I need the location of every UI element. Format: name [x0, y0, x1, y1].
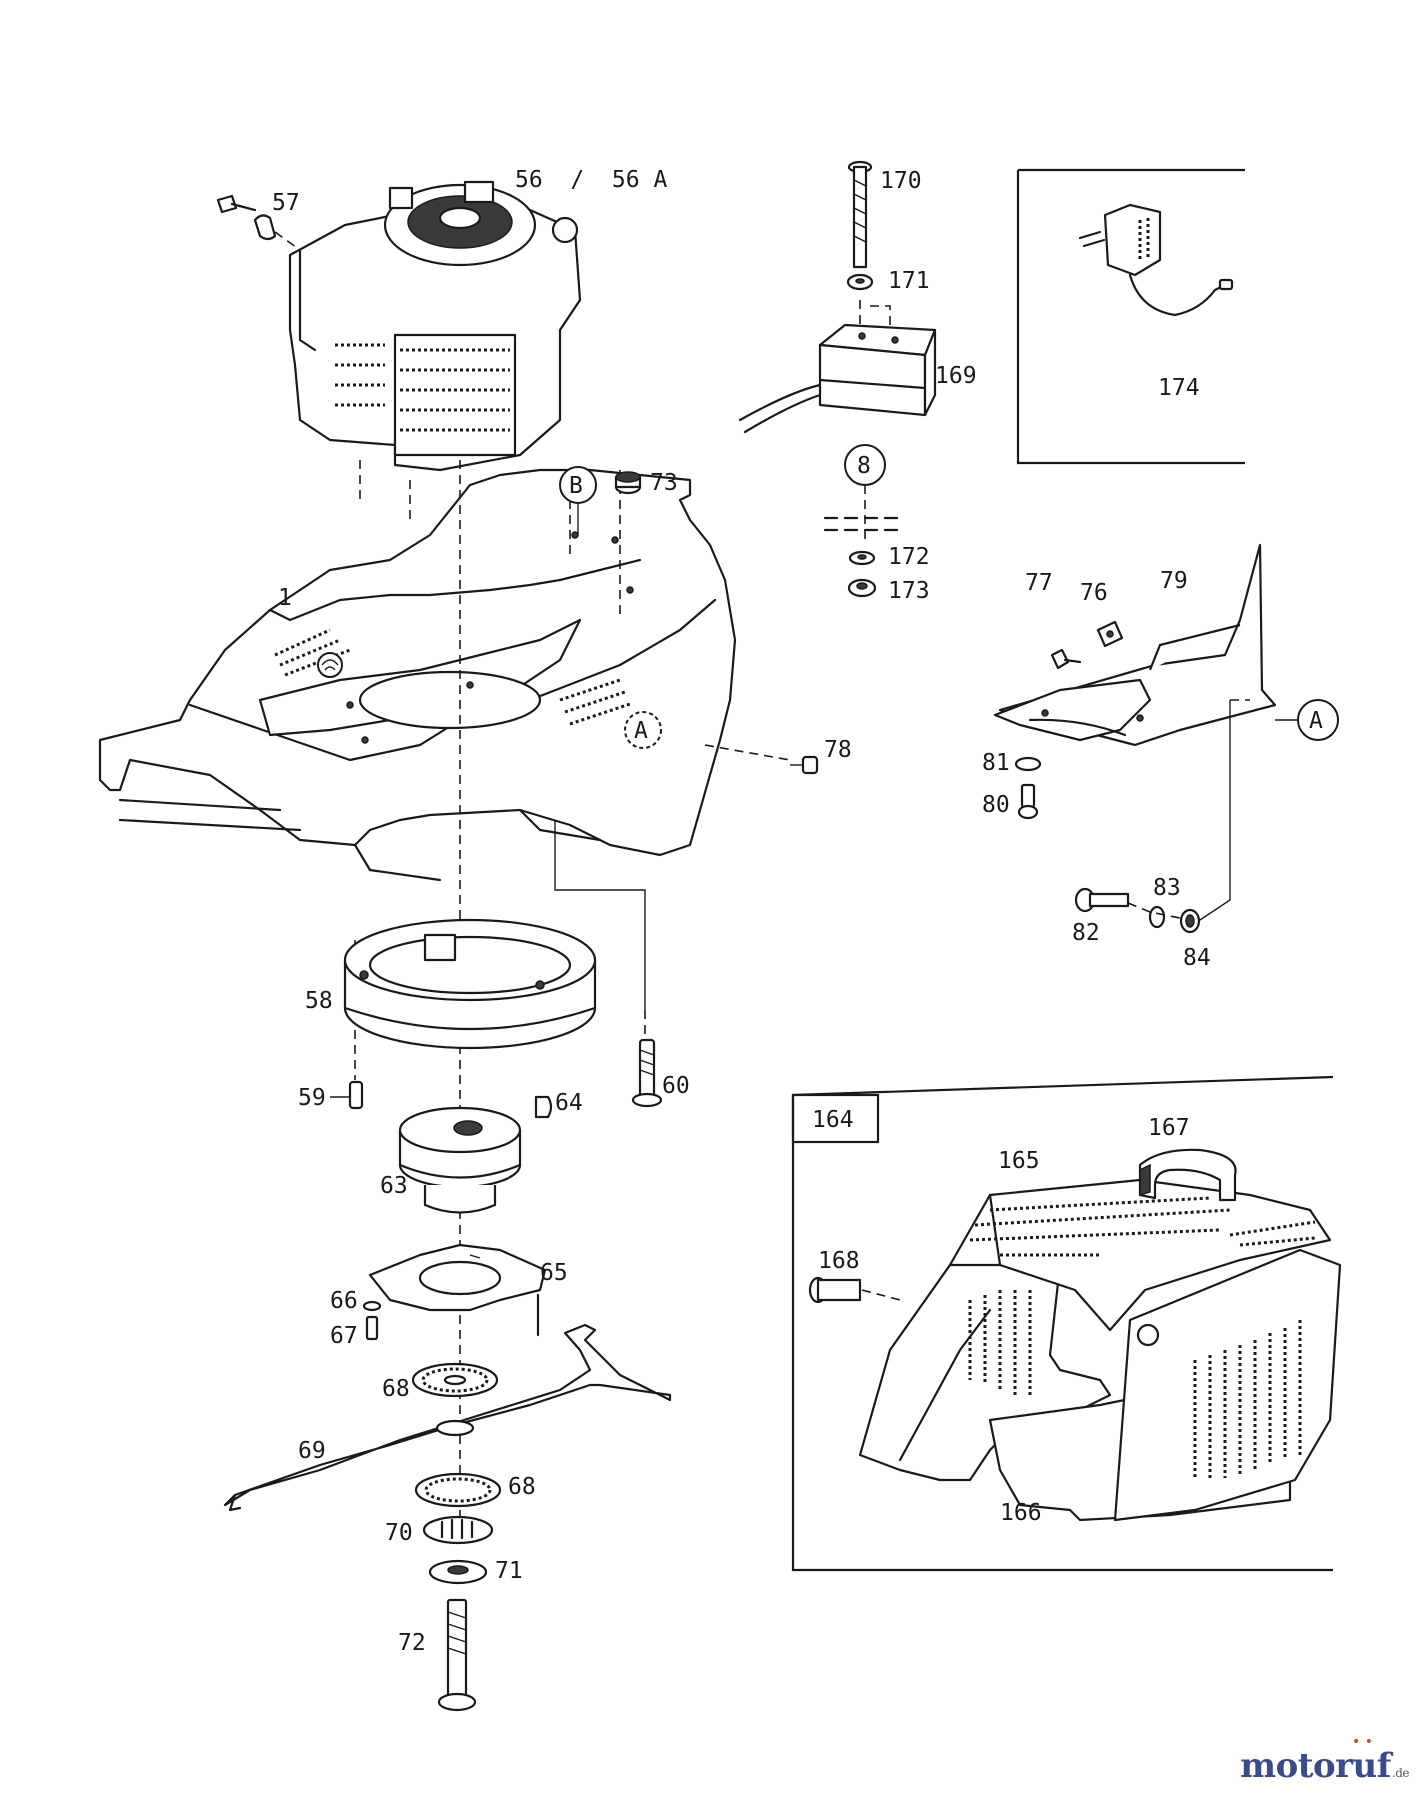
washer-171	[846, 273, 874, 291]
label-68b: 68	[508, 1474, 536, 1500]
label-166: 166	[1000, 1500, 1042, 1526]
label-164: 164	[812, 1107, 854, 1133]
label-1: 1	[278, 585, 292, 611]
brand-accent-dots: • •	[1352, 1734, 1373, 1750]
catcher-lid-165	[948, 1178, 1332, 1332]
cable-169	[738, 383, 822, 434]
nut-173	[847, 578, 877, 598]
nut-73	[614, 471, 642, 495]
label-174: 174	[1158, 375, 1200, 401]
blade-69	[223, 1323, 672, 1512]
label-58: 58	[305, 988, 333, 1014]
label-69: 69	[298, 1438, 326, 1464]
marker-b: B	[559, 466, 597, 535]
label-67: 67	[330, 1323, 358, 1349]
module-169	[818, 323, 937, 417]
label-78: 78	[824, 737, 852, 763]
label-173: 173	[888, 578, 930, 604]
label-77: 77	[1025, 570, 1053, 596]
screw-60	[631, 1038, 663, 1108]
washer-83	[1148, 905, 1166, 929]
screw-80	[1017, 783, 1039, 820]
blade-carrier-65	[368, 1243, 547, 1337]
label-82: 82	[1072, 920, 1100, 946]
marker-8-label: 8	[857, 453, 871, 479]
part-76	[1096, 620, 1124, 648]
marker-a-right-label: A	[1309, 708, 1323, 734]
label-68a: 68	[382, 1376, 410, 1402]
screw-59	[330, 1080, 364, 1110]
dash-82	[1127, 902, 1181, 919]
label-56: 56 / 56 A	[515, 167, 667, 193]
screw-67	[365, 1315, 379, 1341]
washer-66	[362, 1300, 382, 1312]
label-168: 168	[818, 1248, 860, 1274]
label-80: 80	[982, 792, 1010, 818]
screw-77	[1050, 648, 1082, 670]
brand-suffix: .de	[1391, 1766, 1410, 1780]
engine	[288, 180, 582, 472]
blade-hub-63	[398, 1106, 522, 1214]
part-labels: 1 56 / 56 A 57 58 59 60 63 64 65 66 67 6…	[272, 167, 1211, 1656]
washer-71	[428, 1559, 488, 1585]
nut-84	[1179, 908, 1201, 934]
dash-171b	[870, 305, 891, 340]
marker-a-left-label: A	[634, 718, 648, 744]
label-76: 76	[1080, 580, 1108, 606]
label-172: 172	[888, 544, 930, 570]
label-71: 71	[495, 1558, 523, 1584]
brand-name: motoruf	[1240, 1746, 1391, 1786]
marker-8: 8	[844, 444, 886, 486]
marker-a-left: A	[624, 711, 662, 749]
marker-a-right: A	[1275, 699, 1339, 741]
label-72: 72	[398, 1630, 426, 1656]
label-64: 64	[555, 1090, 583, 1116]
catcher-box	[791, 1075, 1334, 1572]
fastener-78	[790, 755, 819, 775]
key-64	[534, 1095, 553, 1119]
lead-84	[1199, 700, 1231, 921]
charger-box	[1016, 168, 1245, 465]
handle-167	[1138, 1148, 1237, 1202]
disc-68-top	[411, 1362, 499, 1398]
charger-174	[1078, 203, 1234, 317]
label-165: 165	[998, 1148, 1040, 1174]
label-63: 63	[380, 1173, 408, 1199]
label-83: 83	[1153, 875, 1181, 901]
washer-172	[848, 550, 876, 566]
pin-168	[808, 1276, 901, 1304]
label-167: 167	[1148, 1115, 1190, 1141]
washer-70	[422, 1515, 494, 1545]
disc-68-bottom	[414, 1472, 502, 1508]
bolt-72	[437, 1598, 477, 1712]
label-79: 79	[1160, 568, 1188, 594]
marker-b-label: B	[569, 473, 583, 499]
label-73: 73	[650, 470, 678, 496]
label-57: 57	[272, 190, 300, 216]
label-170: 170	[880, 168, 922, 194]
grass-catcher-166	[858, 1238, 1342, 1522]
label-65: 65	[540, 1260, 568, 1286]
label-169: 169	[935, 363, 977, 389]
bolt-82	[1074, 887, 1130, 913]
break-8	[823, 516, 902, 532]
screw-57	[216, 194, 301, 251]
label-81: 81	[982, 750, 1010, 776]
label-60: 60	[662, 1073, 690, 1099]
brand-logo[interactable]: motoruf.de	[1240, 1746, 1409, 1786]
mower-deck	[98, 468, 737, 882]
label-84: 84	[1183, 945, 1211, 971]
bolt-170	[847, 160, 873, 269]
label-171: 171	[888, 268, 930, 294]
discharge-flap-79	[993, 543, 1277, 747]
washer-81	[1014, 756, 1042, 772]
label-66: 66	[330, 1288, 358, 1314]
blade-housing-58	[343, 918, 597, 1050]
label-70: 70	[385, 1520, 413, 1546]
label-59: 59	[298, 1085, 326, 1111]
